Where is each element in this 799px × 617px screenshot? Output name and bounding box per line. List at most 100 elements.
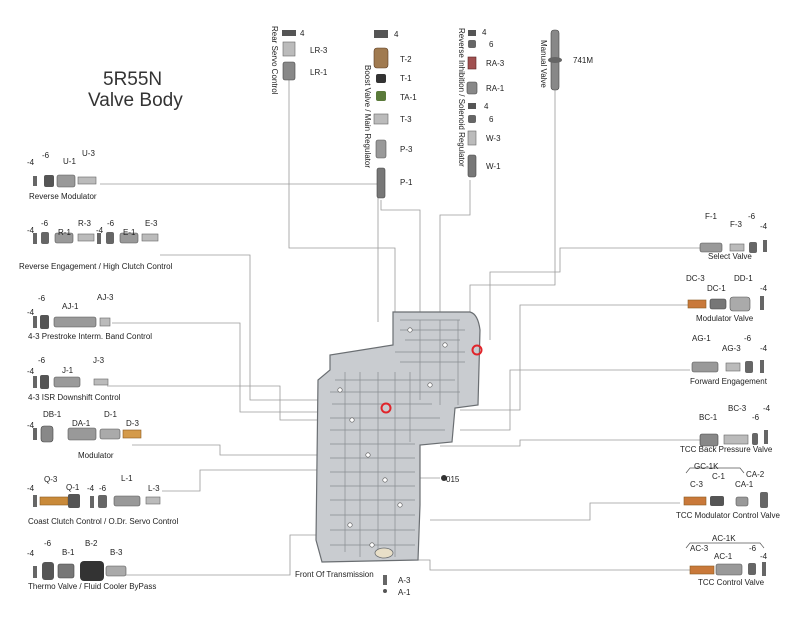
part-label: R-1 (58, 228, 71, 237)
leader-boost-valve (380, 200, 421, 315)
part-label: CA-2 (746, 470, 765, 479)
group-name: Reverse Inhibition / Solenoid Regulator (457, 28, 466, 167)
part-label: AG-1 (692, 334, 711, 343)
front-of-transmission-label: Front Of Transmission (295, 570, 374, 579)
part-label: B-3 (110, 548, 123, 557)
part-label: -6 (42, 151, 50, 160)
part-label: LR-1 (310, 68, 328, 77)
part-label: 6 (489, 40, 494, 49)
part-label: BC-3 (728, 404, 747, 413)
part-label: AJ-3 (97, 293, 114, 302)
part-label: DD-1 (734, 274, 753, 283)
part-label: TA-1 (400, 93, 417, 102)
part-label: -4 (27, 308, 35, 317)
group-name: TCC Back Pressure Valve (680, 445, 773, 454)
part-label: Q-3 (44, 475, 58, 484)
part-label: E-3 (145, 219, 158, 228)
part-label: AC-1 (714, 552, 733, 561)
part-label: L-3 (148, 484, 160, 493)
valve-prestroke (33, 315, 111, 329)
leader-coast-clutch (162, 469, 330, 492)
valve-reverse-modulator (33, 174, 97, 188)
group-name: TCC Control Valve (698, 578, 765, 587)
part-label: DC-1 (707, 284, 726, 293)
leader-tcc-modulator (430, 502, 680, 521)
part-label: J-3 (93, 356, 105, 365)
leader-rear-servo (288, 80, 396, 315)
part-label: 4 (300, 29, 305, 38)
valve-coast-clutch (33, 494, 161, 508)
diagram-title-line1: 5R55N (103, 69, 163, 90)
part-label: D-3 (126, 419, 139, 428)
valve-reverse-inhibition (466, 30, 478, 178)
part-label: T-3 (400, 115, 412, 124)
part-label: 4 (484, 102, 489, 111)
part-label: RA-3 (486, 59, 505, 68)
part-label-a1: A-1 (398, 588, 411, 597)
valve-boost (373, 30, 389, 199)
valve-thermo (33, 561, 127, 581)
part-label: -4 (760, 222, 768, 231)
part-label: -6 (99, 484, 107, 493)
group-name: Forward Engagement (690, 377, 767, 386)
part-label: -6 (107, 219, 115, 228)
leader-modulator-valve (460, 304, 690, 411)
group-name: Coast Clutch Control / O.Dr. Servo Contr… (28, 517, 179, 526)
part-a1-shape (383, 589, 387, 593)
part-label: U-3 (82, 149, 95, 158)
part-label: GC-1K (694, 462, 719, 471)
part-label: B-2 (85, 539, 98, 548)
part-label: DB-1 (43, 410, 62, 419)
part-label: AC-3 (690, 544, 709, 553)
part-label: -4 (763, 404, 771, 413)
part-label: P-1 (400, 178, 413, 187)
part-label: -6 (752, 413, 760, 422)
part-label: 4 (394, 30, 399, 39)
leader-forward-engagement (460, 369, 690, 431)
group-name: Reverse Modulator (29, 192, 97, 201)
part-label: R-3 (78, 219, 91, 228)
part-label: DC-3 (686, 274, 705, 283)
leader-modulator-left (132, 444, 330, 456)
group-name: Modulator Valve (696, 314, 754, 323)
part-label: -4 (27, 484, 35, 493)
valve-tcc-control (689, 562, 766, 576)
part-label: Q-1 (66, 483, 80, 492)
part-label: -4 (760, 344, 768, 353)
part-label: RA-1 (486, 84, 505, 93)
group-name: Boost Valve / Main Regulator (363, 65, 372, 169)
valve-body-plate (315, 311, 483, 563)
part-label: 6 (489, 115, 494, 124)
valve-forward-engagement (691, 360, 764, 373)
group-name: Rear Servo Control (270, 26, 279, 95)
group-name: Manual Valve (539, 40, 548, 88)
valve-modulator-right (687, 296, 764, 312)
leader-isr (107, 385, 330, 421)
leader-lines (100, 80, 705, 576)
part-label: BC-1 (699, 413, 718, 422)
leader-tcc-back-pressure (440, 439, 705, 447)
part-label: CA-1 (735, 480, 754, 489)
part-label: F-3 (730, 220, 742, 229)
part-label: -6 (38, 294, 46, 303)
group-name: Thermo Valve / Fluid Cooler ByPass (28, 582, 157, 591)
part-label: -4 (27, 226, 35, 235)
part-label: T-2 (400, 55, 412, 64)
valve-rear-servo (282, 30, 296, 81)
part-label: LR-3 (310, 46, 328, 55)
part-label: -6 (44, 539, 52, 548)
valve-select (699, 240, 767, 253)
part-label: -4 (27, 158, 35, 167)
part-label: F-1 (705, 212, 717, 221)
part-label: L-1 (121, 474, 133, 483)
group-name: Modulator (78, 451, 114, 460)
part-label: P-3 (400, 145, 413, 154)
group-name: Select Valve (708, 252, 752, 261)
part-label-015: 015 (446, 475, 460, 484)
part-a3-shape (383, 575, 387, 585)
valve-manual (548, 29, 562, 91)
part-label: B-1 (62, 548, 75, 557)
part-label: 741M (573, 56, 594, 65)
part-label: -4 (96, 226, 104, 235)
